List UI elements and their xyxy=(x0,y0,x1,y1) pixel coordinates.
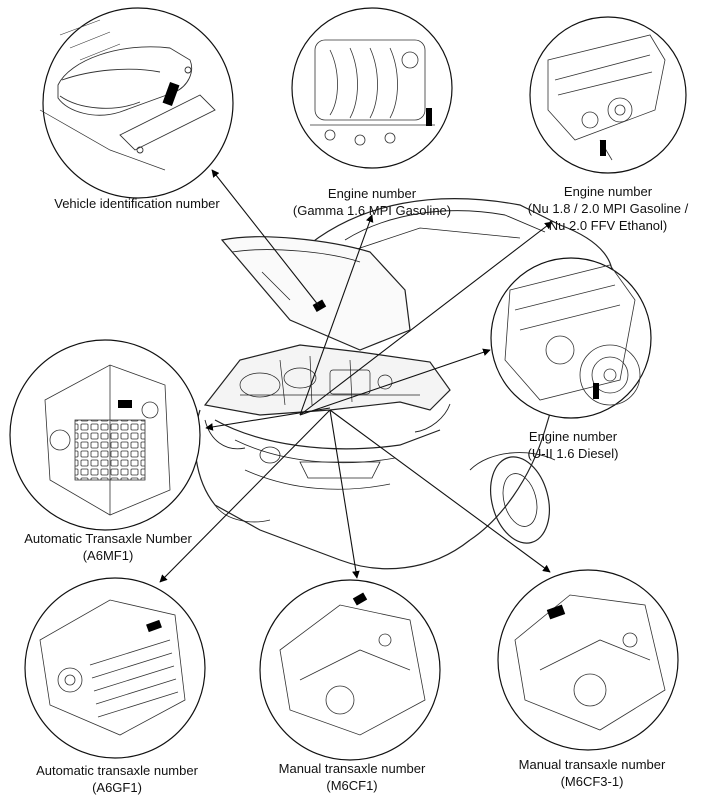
gamma-engine-detail-circle xyxy=(291,7,453,169)
arrow-gamma xyxy=(299,214,374,416)
m6cf1-detail-circle xyxy=(259,579,441,761)
label-nu: Engine number (Nu 1.8 / 2.0 MPI Gasoline… xyxy=(518,183,698,234)
a6gf1-marker xyxy=(146,619,162,633)
vin-detail-circle xyxy=(39,7,234,199)
label-vin: Vehicle identification number xyxy=(22,195,252,212)
arrow-u2 xyxy=(299,348,491,416)
label-m6cf1: Manual transaxle number (M6CF1) xyxy=(262,760,442,794)
label-a6gf1: Automatic transaxle number (A6GF1) xyxy=(22,762,212,796)
vin-marker xyxy=(162,81,180,107)
label-m6cf1-line2: (M6CF1) xyxy=(326,778,378,793)
label-gamma: Engine number (Gamma 1.6 MPI Gasoline) xyxy=(272,185,472,219)
m6cf3-detail-circle xyxy=(497,569,679,751)
gamma-marker xyxy=(426,108,432,126)
label-nu-line3: Nu 2.0 FFV Ethanol) xyxy=(548,218,668,233)
label-nu-line2: (Nu 1.8 / 2.0 MPI Gasoline / xyxy=(527,201,689,216)
arrow-nu xyxy=(299,221,553,416)
label-u2-line2: (U-II 1.6 Diesel) xyxy=(527,446,619,461)
a6gf1-detail-circle xyxy=(24,577,206,759)
label-m6cf1-line1: Manual transaxle number xyxy=(278,761,426,776)
leader-arrows xyxy=(159,169,553,583)
label-a6mf1-line1: Automatic Transaxle Number xyxy=(24,531,192,546)
arrow-m6cf3 xyxy=(329,409,551,573)
a6mf1-detail-circle xyxy=(9,339,201,531)
label-a6mf1-line2: (A6MF1) xyxy=(82,548,134,563)
label-m6cf3-line2: (M6CF3-1) xyxy=(560,774,624,789)
label-u2-line1: Engine number xyxy=(528,429,618,444)
arrow-vin xyxy=(211,169,320,307)
hood-vin-marker xyxy=(312,299,327,312)
label-a6gf1-line1: Automatic transaxle number xyxy=(36,763,198,778)
label-a6mf1: Automatic Transaxle Number (A6MF1) xyxy=(8,530,208,564)
label-nu-line1: Engine number xyxy=(563,184,653,199)
m6cf1-marker xyxy=(352,592,368,606)
label-m6cf3-line1: Manual transaxle number xyxy=(518,757,666,772)
nu-engine-detail-circle xyxy=(529,16,687,174)
m6cf3-marker xyxy=(546,604,566,620)
label-gamma-line2: (Gamma 1.6 MPI Gasoline) xyxy=(292,203,452,218)
car-illustration xyxy=(194,198,614,570)
arrow-a6mf1 xyxy=(205,407,331,431)
a6mf1-marker xyxy=(118,400,132,408)
label-u2: Engine number (U-II 1.6 Diesel) xyxy=(498,428,648,462)
arrow-m6cf1 xyxy=(329,409,360,579)
nu-marker xyxy=(600,140,606,156)
label-a6gf1-line2: (A6GF1) xyxy=(92,780,142,795)
label-vin-line1: Vehicle identification number xyxy=(54,196,220,211)
u2-engine-detail-circle xyxy=(490,257,652,419)
arrow-a6gf1 xyxy=(159,409,331,583)
label-gamma-line1: Engine number xyxy=(327,186,417,201)
u2-marker xyxy=(593,383,599,399)
label-m6cf3: Manual transaxle number (M6CF3-1) xyxy=(502,756,682,790)
